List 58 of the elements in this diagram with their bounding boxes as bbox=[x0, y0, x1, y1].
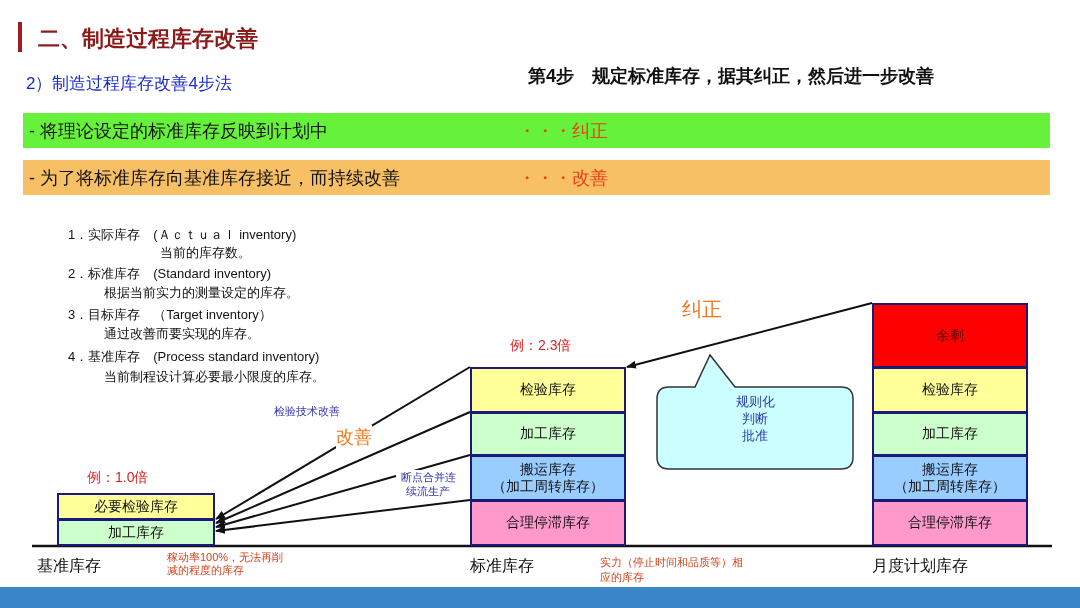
stack-label: 基准库存 bbox=[37, 556, 101, 576]
stack-block bbox=[470, 500, 626, 546]
block-label: 搬运库存 bbox=[922, 460, 978, 478]
bubble-text: 判断 bbox=[741, 410, 769, 427]
highlight-band bbox=[23, 113, 1050, 148]
stack-block bbox=[470, 455, 626, 501]
note-text: 稼动率100%，无法再削减的程度的库存 bbox=[167, 551, 285, 577]
bubble-text: 批准 bbox=[741, 427, 769, 444]
subtitle: 2）制造过程库存改善4步法 bbox=[26, 73, 232, 95]
example-ratio: 例：2.3倍 bbox=[510, 337, 572, 355]
speech-bubble bbox=[655, 353, 855, 471]
band-tag: ・・・改善 bbox=[518, 166, 608, 190]
block-label: （加工周转库存） bbox=[492, 478, 604, 496]
stack-block bbox=[57, 493, 215, 520]
stack-block bbox=[470, 412, 626, 456]
arrow bbox=[626, 302, 873, 369]
stack-block bbox=[872, 412, 1028, 456]
improvement-label: 改善 bbox=[336, 425, 372, 449]
block-label: （加工周转库存） bbox=[894, 478, 1006, 496]
stack-block bbox=[872, 367, 1028, 413]
block-label: 加工库存 bbox=[520, 425, 576, 443]
stack-block bbox=[872, 500, 1028, 546]
definition-text: 当前制程设计算必要最小限度的库存。 bbox=[104, 368, 325, 386]
stack-label: 标准库存 bbox=[470, 556, 534, 576]
definition-term: 1．实际库存 (Ａｃｔｕａｌ inventory) bbox=[68, 226, 297, 244]
block-label: 余剩 bbox=[936, 326, 964, 345]
arrow bbox=[215, 411, 471, 524]
block-label: 检验库存 bbox=[520, 381, 576, 399]
arrow bbox=[215, 454, 471, 529]
block-label: 加工库存 bbox=[922, 425, 978, 443]
band-tag: ・・・纠正 bbox=[518, 119, 608, 143]
block-label: 检验库存 bbox=[922, 381, 978, 399]
definition-term: 3．目标库存 （Target inventory） bbox=[68, 306, 272, 324]
band-text: - 将理论设定的标准库存反映到计划中 bbox=[29, 120, 328, 143]
stack-label: 月度计划库存 bbox=[872, 556, 968, 576]
definition-text: 根据当前实力的测量设定的库存。 bbox=[104, 284, 299, 302]
stack-block bbox=[872, 455, 1028, 501]
definition-term: 4．基准库存 (Process standard inventory) bbox=[68, 348, 320, 366]
highlight-band bbox=[23, 160, 1050, 195]
bubble-text: 规则化 bbox=[734, 393, 776, 410]
stack-block bbox=[872, 303, 1028, 368]
block-label: 合理停滞库存 bbox=[506, 514, 590, 532]
stack-block bbox=[57, 519, 215, 546]
block-label: 合理停滞库存 bbox=[908, 514, 992, 532]
step-heading: 第4步 规定标准库存，据其纠正，然后进一步改善 bbox=[528, 65, 934, 88]
block-label: 必要检验库存 bbox=[94, 497, 178, 516]
definition-text: 当前的库存数。 bbox=[160, 244, 251, 262]
block-label: 加工库存 bbox=[108, 523, 164, 542]
edge-label: 检验技术改善 bbox=[272, 404, 342, 419]
slide-title: 二、制造过程库存改善 bbox=[38, 25, 258, 53]
block-label: 搬运库存 bbox=[520, 460, 576, 478]
definition-text: 通过改善而要实现的库存。 bbox=[104, 325, 260, 343]
arrow bbox=[215, 499, 471, 534]
band-text: - 为了将标准库存向基准库存接近，而持续改善 bbox=[29, 167, 400, 190]
example-ratio: 例：1.0倍 bbox=[87, 469, 149, 487]
definition-term: 2．标准库存 (Standard inventory) bbox=[68, 265, 271, 283]
stack-block bbox=[470, 367, 626, 413]
note-text: 实力（停止时间和品质等）相应的库存 bbox=[600, 555, 744, 585]
